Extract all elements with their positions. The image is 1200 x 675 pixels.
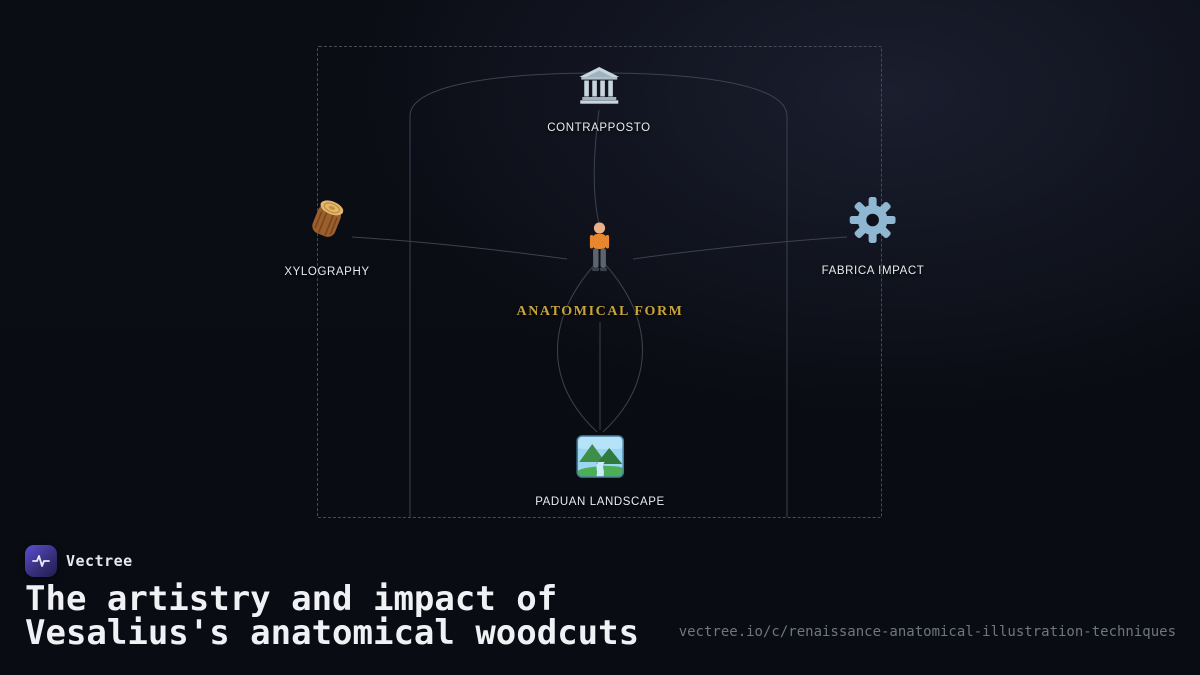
node-xylography: XYLOGRAPHY xyxy=(284,196,369,278)
page-title-line1: The artistry and impact of xyxy=(25,579,558,619)
node-label-xylography: XYLOGRAPHY xyxy=(284,266,370,278)
wood-log-icon xyxy=(304,196,350,247)
node-contrapposto: CONTRAPPOSTO xyxy=(547,66,650,134)
diagram-dashed-border xyxy=(317,46,882,518)
center-node-label: ANATOMICAL FORM xyxy=(516,304,684,319)
vectree-logo xyxy=(25,545,57,577)
brand-row: Vectree xyxy=(25,545,133,577)
node-paduan-landscape: PADUAN LANDSCAPE xyxy=(535,435,665,508)
gear-icon xyxy=(849,197,896,248)
brand-name: Vectree xyxy=(66,552,133,570)
classical-building-icon xyxy=(578,66,620,109)
waveform-icon xyxy=(32,555,50,567)
page-title: The artistry and impact of Vesalius's an… xyxy=(25,582,639,650)
standing-person-icon xyxy=(585,221,615,279)
page-url: vectree.io/c/renaissance-anatomical-illu… xyxy=(678,624,1176,640)
node-label-fabrica-impact: FABRICA IMPACT xyxy=(821,265,925,277)
landscape-picture-icon xyxy=(576,435,624,483)
node-anatomical-form: ANATOMICAL FORM xyxy=(517,221,684,320)
page-title-line2: Vesalius's anatomical woodcuts xyxy=(25,613,640,653)
node-fabrica-impact: FABRICA IMPACT xyxy=(822,197,925,277)
node-label-contrapposto: CONTRAPPOSTO xyxy=(547,122,651,134)
node-label-paduan-landscape: PADUAN LANDSCAPE xyxy=(535,496,665,508)
